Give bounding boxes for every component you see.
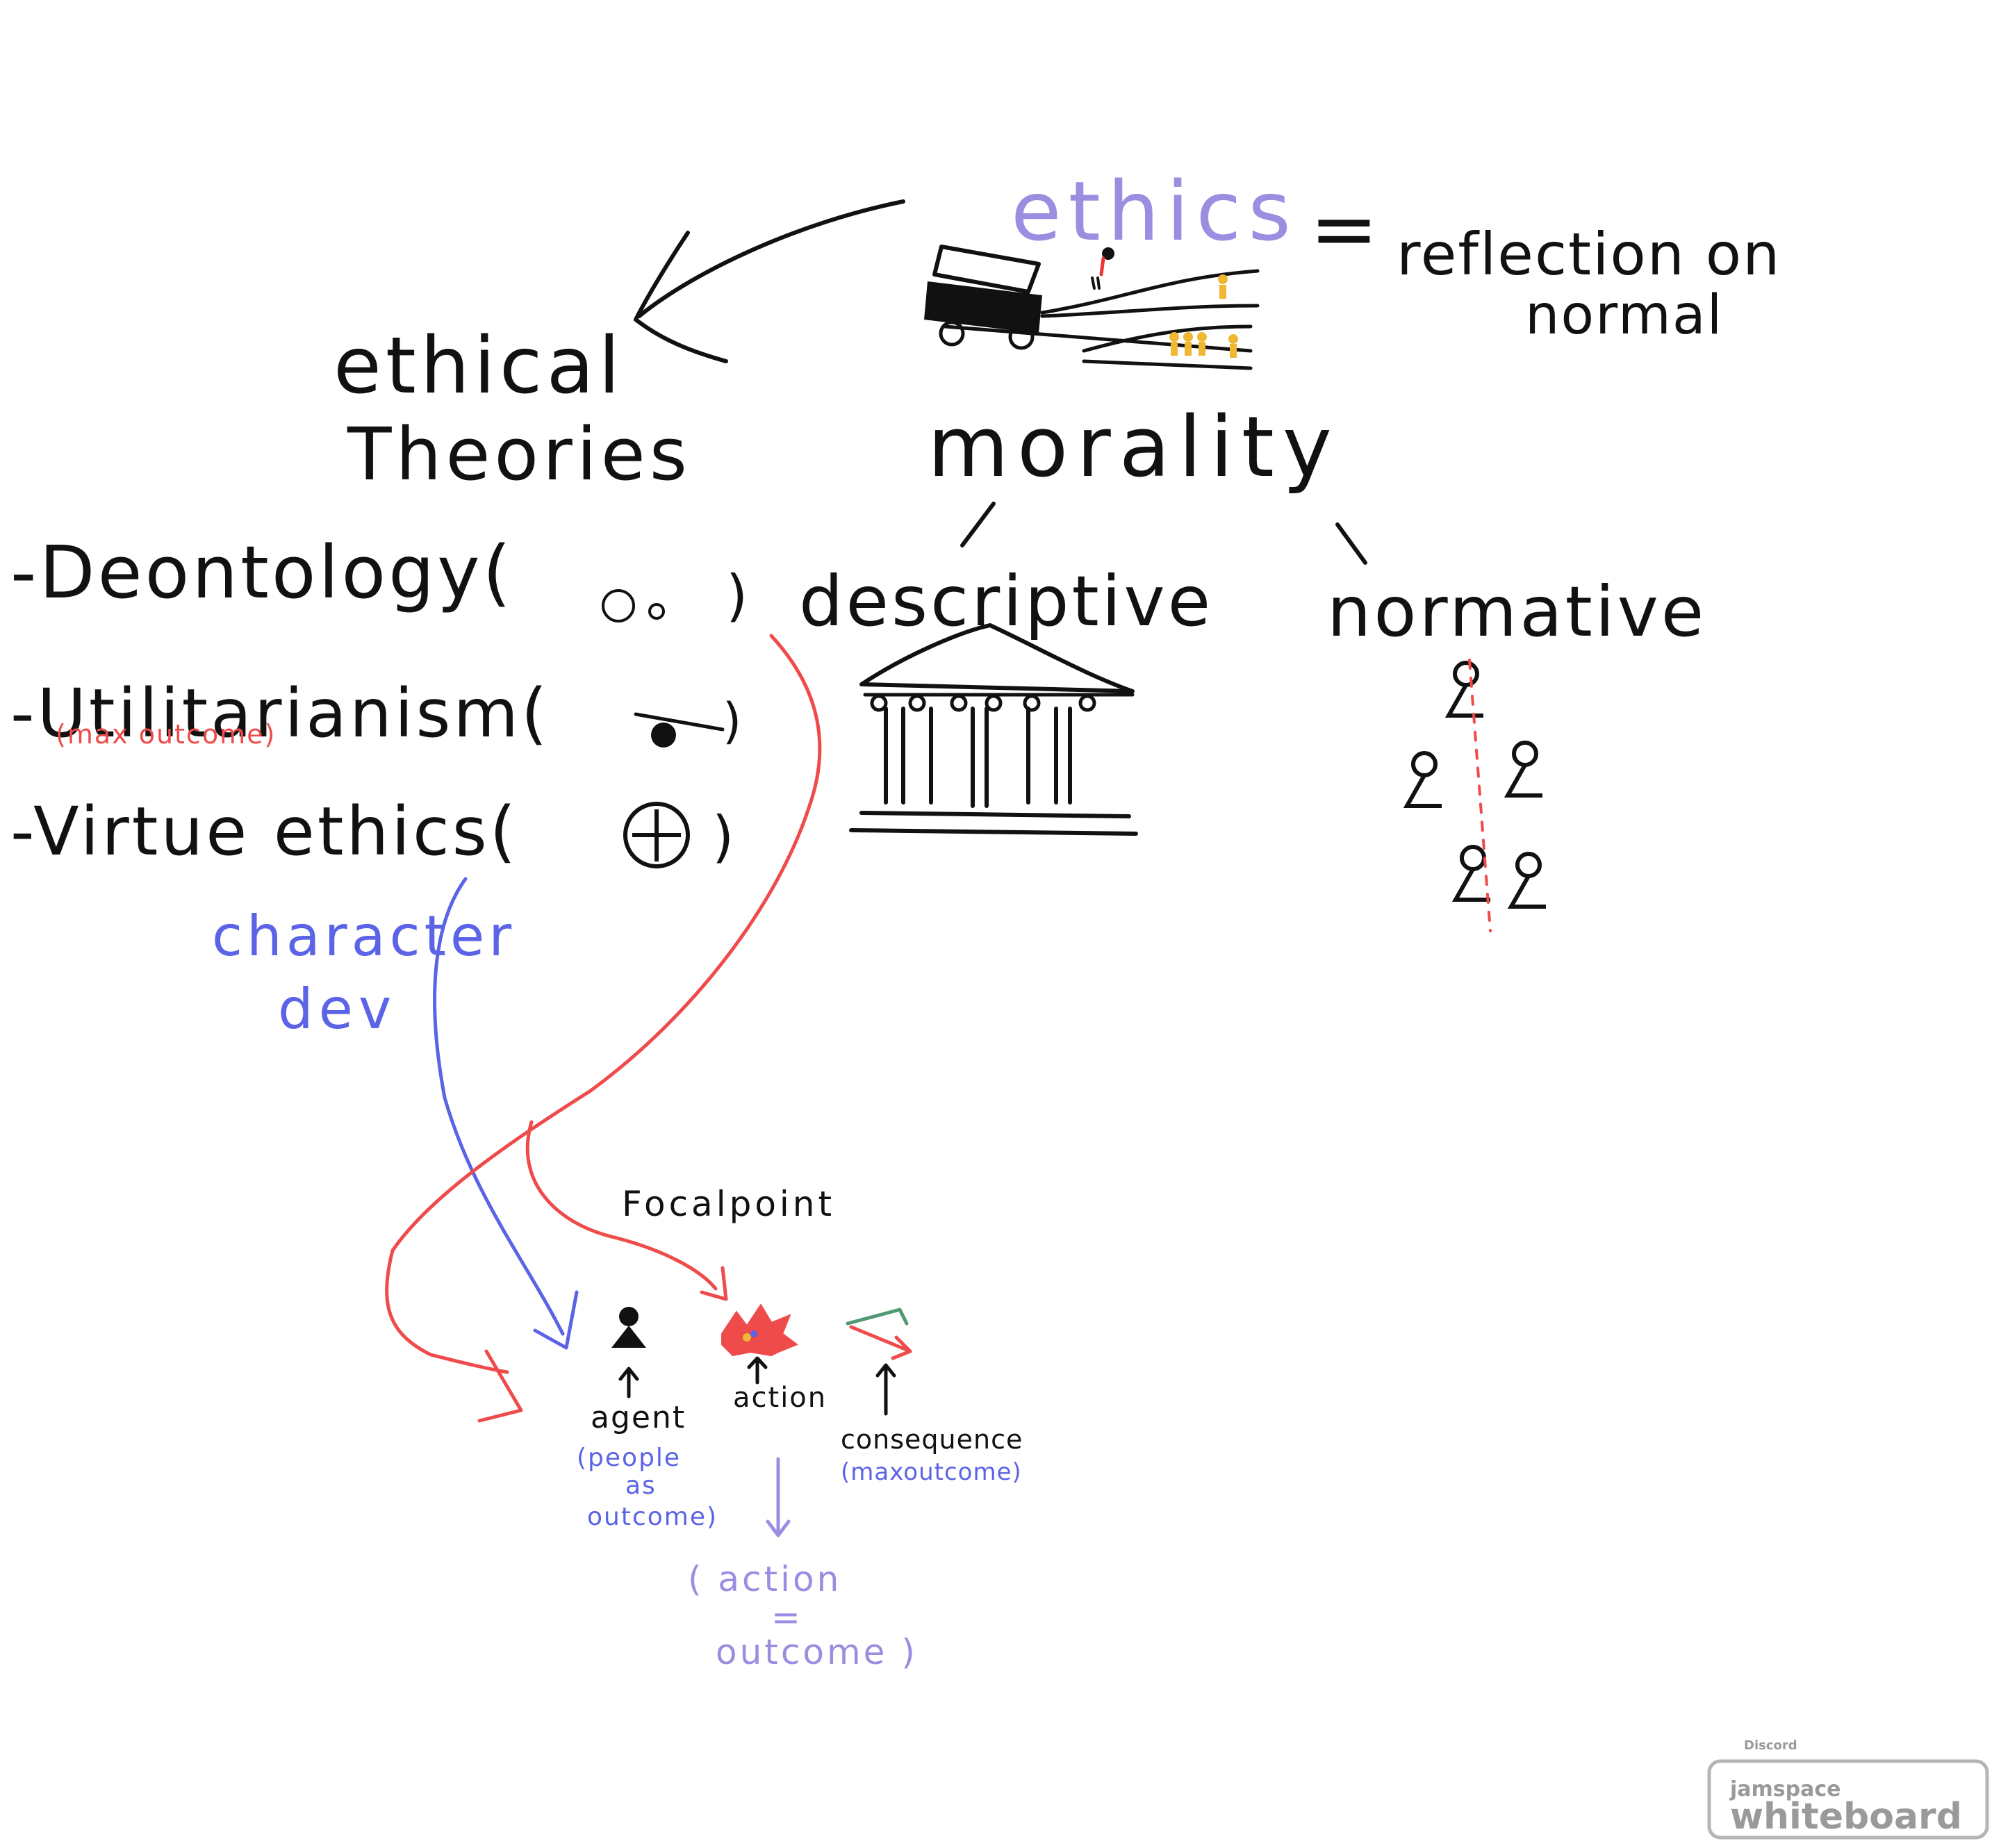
utilitarianism-note: (max outcome) <box>56 719 276 750</box>
agent-note-2: as <box>625 1471 657 1500</box>
balance-icon <box>634 712 725 748</box>
agent-note-1: (people <box>577 1444 681 1472</box>
deontology-text: -Deontology( <box>10 530 513 615</box>
trolley-problem-icon <box>924 245 1260 370</box>
agent-label: agent <box>591 1400 686 1435</box>
discord-label: Discord <box>1744 1738 1797 1753</box>
jamspace-badge[interactable]: Discord jamspace whiteboard <box>1707 1738 1989 1840</box>
scales-icon <box>602 589 665 622</box>
virtue-close-paren: ) <box>712 805 734 869</box>
utilitarianism-text: -Utilitarianism( <box>10 675 550 752</box>
target-icon <box>623 802 690 868</box>
descriptive-text: descriptive <box>799 561 1213 642</box>
focal-up-arrows <box>618 1356 896 1416</box>
focal-point-title: Focalpoint <box>622 1184 835 1224</box>
normative-divider <box>1468 659 1492 932</box>
deontology-close-paren: ) <box>726 563 748 628</box>
people-icon <box>1403 661 1546 909</box>
action-down-arrow <box>766 1457 791 1537</box>
utilitarianism-close-paren: ) <box>723 693 741 750</box>
ethical-theories-arrow <box>634 199 905 363</box>
morality-text: morality <box>928 399 1340 496</box>
brand-small: jamspace <box>1729 1777 1841 1801</box>
agent-note-3: outcome) <box>587 1503 718 1531</box>
ethics-label: ethics <box>1011 163 1298 259</box>
ethical-text: ethical <box>334 321 624 411</box>
explosion-icon <box>721 1303 799 1357</box>
equals-sign: = <box>1310 181 1378 277</box>
virtue-to-agent-arrow <box>433 877 579 1350</box>
theories-text: Theories <box>347 412 691 497</box>
consequence-note: (maxoutcome) <box>841 1458 1022 1486</box>
action-note-1: ( action <box>688 1559 841 1599</box>
virtue-ethics-text: -Virtue ethics( <box>10 793 518 871</box>
morality-branch-lines <box>960 502 1367 565</box>
deontology-arrows <box>385 634 822 1423</box>
normal-text: normal <box>1525 284 1723 347</box>
consequence-label: consequence <box>841 1424 1023 1455</box>
normative-text: normative <box>1327 571 1706 652</box>
person-icon <box>611 1307 646 1348</box>
action-note-3: outcome ) <box>716 1632 918 1672</box>
character-dev-line1: character <box>212 904 516 968</box>
character-dev-line2: dev <box>278 977 397 1041</box>
action-note-2: = <box>771 1597 800 1637</box>
arrow-icon <box>846 1307 912 1360</box>
brand-large: whiteboard <box>1730 1796 1962 1838</box>
temple-icon <box>849 623 1138 836</box>
action-label: action <box>733 1382 827 1414</box>
reflection-text: reflection on <box>1397 220 1781 288</box>
